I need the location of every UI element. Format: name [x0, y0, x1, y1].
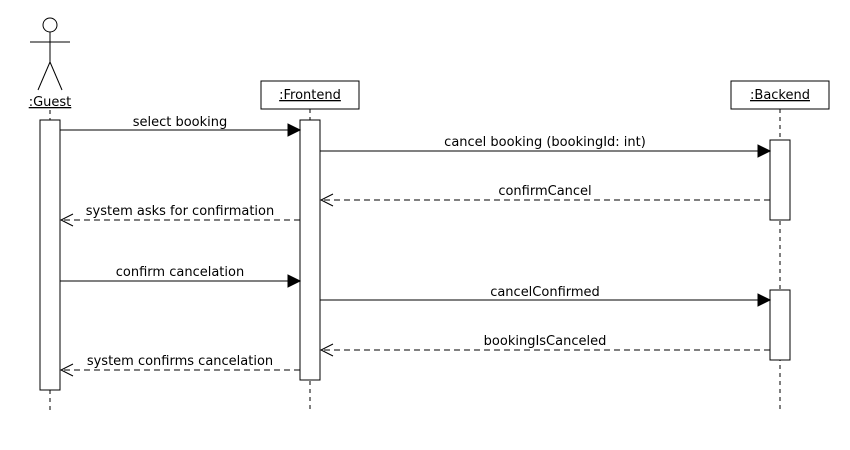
return-arrow: bookingIsCanceled [319, 334, 770, 357]
message-label: system confirms cancelation [87, 354, 273, 369]
message-label: cancel booking (bookingId: int) [444, 135, 646, 150]
filled-arrowhead-icon [287, 274, 302, 288]
message-label: confirm cancelation [116, 265, 244, 280]
frontend-activation-bar [299, 119, 321, 381]
message-arrow: cancelConfirmed [320, 285, 772, 307]
filled-arrowhead-icon [287, 123, 302, 137]
return-arrow: confirmCancel [319, 184, 770, 207]
frontend-participant[interactable]: :Frontend [260, 80, 360, 110]
return-arrow: system confirms cancelation [59, 354, 300, 377]
backend-activation-bar [769, 289, 791, 361]
stick-figure-icon [30, 17, 70, 91]
backend-label: :Backend [750, 88, 810, 103]
message-arrow: select booking [60, 115, 302, 137]
guest-label: :Guest [29, 95, 72, 110]
guest-actor[interactable]: :Guest [29, 17, 72, 110]
filled-arrowhead-icon [757, 293, 772, 307]
message-label: cancelConfirmed [490, 285, 600, 300]
frontend-header-box [260, 80, 360, 110]
message-label: confirmCancel [498, 184, 591, 199]
open-arrowhead-icon [319, 343, 334, 357]
message-label: select booking [133, 115, 228, 130]
open-arrowhead-icon [59, 363, 74, 377]
message-arrow: cancel booking (bookingId: int) [320, 135, 772, 158]
backend-header-box [730, 80, 830, 110]
return-arrow: system asks for confirmation [59, 204, 300, 227]
message-arrow: confirm cancelation [60, 265, 302, 288]
message-label: system asks for confirmation [86, 204, 275, 219]
message-label: bookingIsCanceled [484, 334, 607, 349]
filled-arrowhead-icon [757, 144, 772, 158]
backend-participant[interactable]: :Backend [730, 80, 830, 110]
open-arrowhead-icon [59, 213, 74, 227]
backend-activation-bar [769, 139, 791, 221]
open-arrowhead-icon [319, 193, 334, 207]
guest-activation-bar [39, 119, 61, 391]
frontend-label: :Frontend [279, 88, 341, 103]
